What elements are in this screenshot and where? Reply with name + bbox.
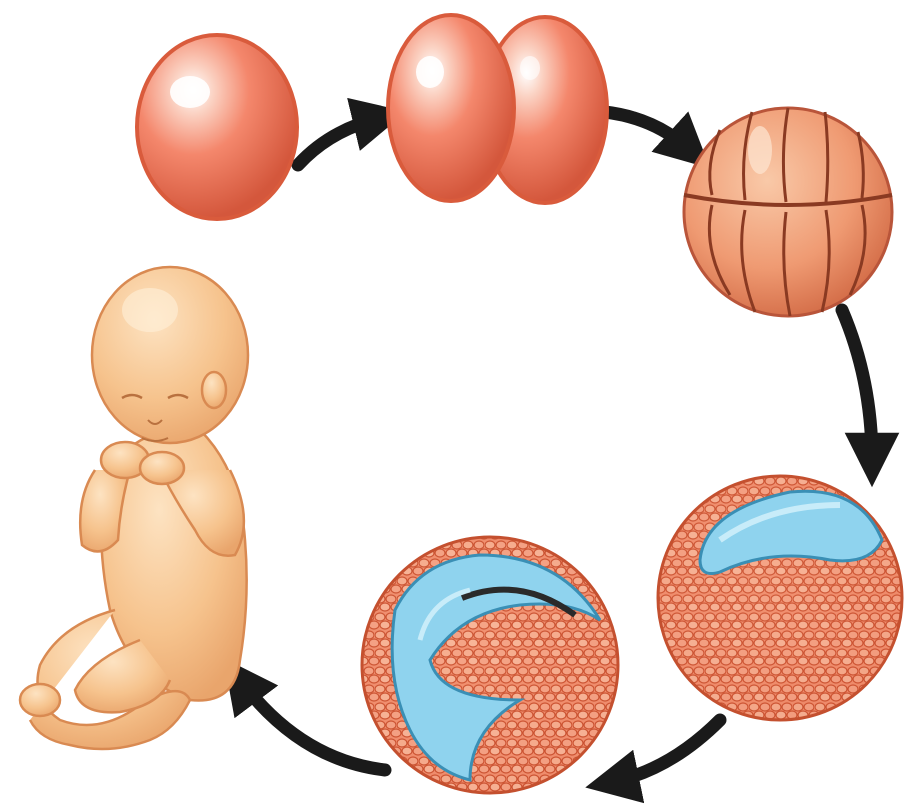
arrow-two-cell-to-morula bbox=[605, 112, 690, 150]
arrow-gastrula-to-fetus bbox=[240, 680, 385, 770]
stage-two-cell bbox=[388, 15, 607, 203]
arrow-morula-to-blastula bbox=[842, 310, 872, 460]
arrow-blastula-to-gastrula bbox=[612, 720, 720, 782]
stage-fetus bbox=[20, 267, 248, 749]
arrow-zygote-to-two-cell bbox=[298, 118, 380, 165]
stage-morula bbox=[684, 108, 892, 316]
stage-blastula bbox=[658, 476, 902, 720]
stage-gastrula bbox=[362, 537, 618, 793]
stage-zygote bbox=[137, 35, 297, 219]
